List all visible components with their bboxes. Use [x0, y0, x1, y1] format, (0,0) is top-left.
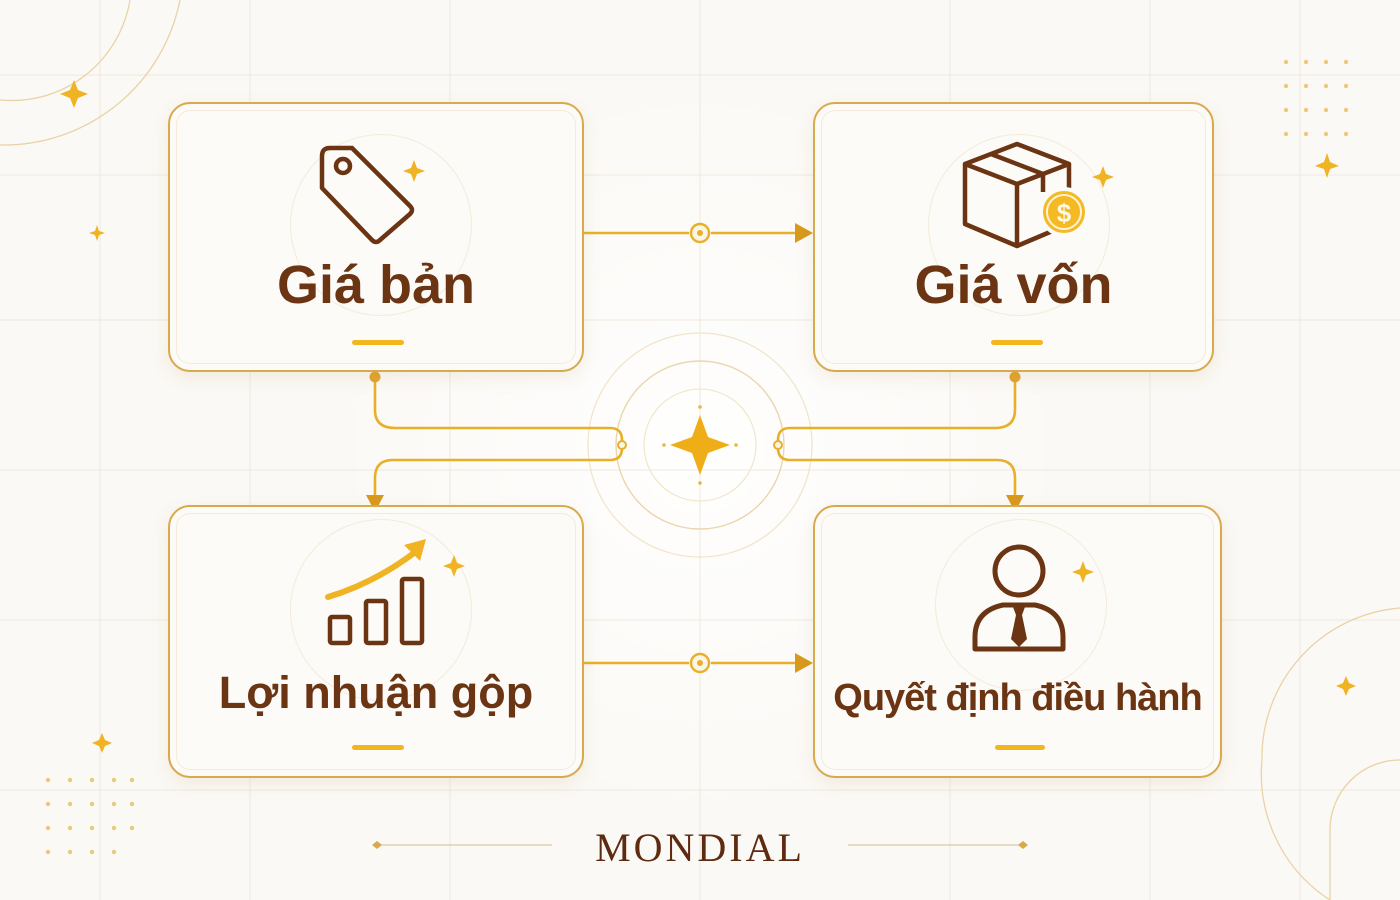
- connector-lines: [373, 231, 1017, 665]
- card-executive-decision[interactable]: Quyết định điều hành: [813, 505, 1222, 778]
- card-cost-price[interactable]: $ Giá vốn: [813, 102, 1214, 372]
- icon-halo: [928, 134, 1110, 316]
- card-gross-profit[interactable]: Lợi nhuận gộp: [168, 505, 584, 778]
- icon-halo: [935, 519, 1107, 691]
- dot-grid-bottom-left: [45, 777, 135, 855]
- card-underline: [995, 745, 1045, 750]
- card-title: Quyết định điều hành: [833, 677, 1202, 719]
- card-sell-price[interactable]: Giá bản: [168, 102, 584, 372]
- card-underline: [991, 340, 1043, 345]
- brand-divider: [372, 841, 1028, 849]
- svg-text:$: $: [1057, 198, 1072, 228]
- businessman-with-tie-icon: [972, 544, 1094, 652]
- center-rings: [587, 332, 813, 558]
- icon-halo: [290, 519, 472, 701]
- sparkle-decorations: [60, 80, 1356, 753]
- icon-halo: [290, 134, 472, 316]
- center-star-icon: [662, 405, 738, 485]
- card-title: Giá vốn: [914, 255, 1113, 315]
- connector-nodes: [369, 222, 1021, 674]
- rising-bar-chart-icon: [325, 539, 465, 646]
- brand-logo-text: MONDIAL: [595, 825, 805, 870]
- card-underline: [352, 745, 404, 750]
- dot-grid-top-right: [1283, 59, 1349, 137]
- card-underline: [352, 340, 404, 345]
- card-title: Lợi nhuận gộp: [218, 667, 534, 718]
- price-tag-icon: [319, 145, 425, 245]
- card-title: Giá bản: [276, 255, 476, 315]
- connector-arrowheads: [366, 223, 1024, 673]
- box-with-dollar-coin-icon: $: [962, 141, 1114, 249]
